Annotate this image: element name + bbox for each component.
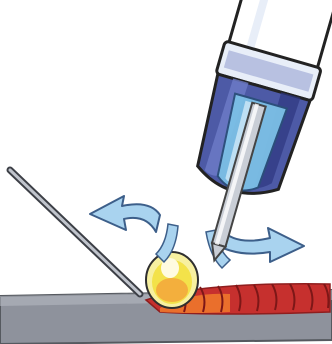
filler-rod: [10, 170, 140, 294]
tig-torch: [166, 0, 332, 274]
welding-arc: [146, 252, 198, 308]
shielding-gas-flow: [90, 196, 304, 268]
gas-arrow-left-icon: [90, 196, 160, 232]
